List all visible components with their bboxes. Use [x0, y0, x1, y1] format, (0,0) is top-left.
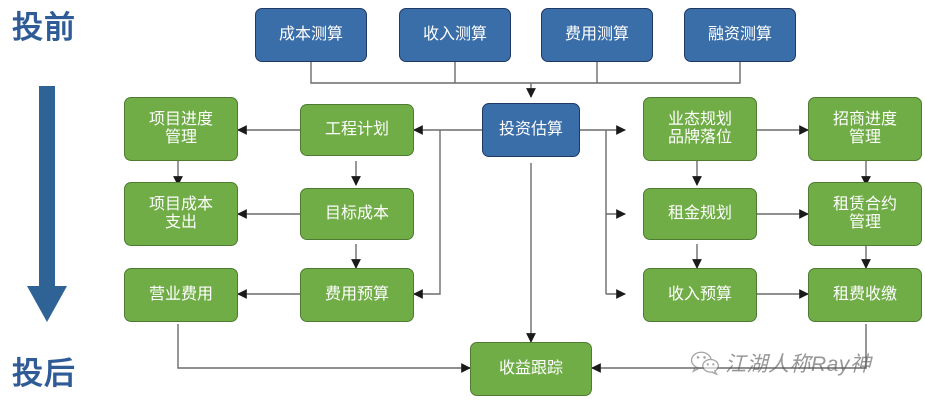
node-format-planning-brand-positioning[interactable]: 业态规划 品牌落位 [643, 97, 757, 161]
wechat-icon [690, 351, 720, 376]
node-merchant-progress-management[interactable]: 招商进度 管理 [808, 97, 922, 161]
phase-label-post-investment: 投后 [12, 356, 76, 391]
node-revenue-budget[interactable]: 收入预算 [643, 268, 757, 322]
watermark: 江湖人称Ray神 [690, 348, 871, 378]
node-lease-contract-management[interactable]: 租赁合约 管理 [808, 182, 922, 246]
node-revenue-estimate[interactable]: 收入测算 [399, 8, 511, 62]
node-expense-estimate[interactable]: 费用测算 [541, 8, 653, 62]
node-engineering-plan[interactable]: 工程计划 [300, 104, 414, 156]
node-profit-tracking[interactable]: 收益跟踪 [470, 342, 592, 396]
node-target-cost[interactable]: 目标成本 [300, 188, 414, 240]
node-expense-budget[interactable]: 费用预算 [300, 268, 414, 322]
node-investment-estimate[interactable]: 投资估算 [482, 103, 580, 157]
node-project-progress-management[interactable]: 项目进度 管理 [124, 97, 238, 161]
node-rent-planning[interactable]: 租金规划 [643, 188, 757, 240]
node-operating-expense[interactable]: 营业费用 [124, 268, 238, 322]
node-rent-collection[interactable]: 租费收缴 [808, 268, 922, 322]
node-project-cost-expenditure[interactable]: 项目成本 支出 [124, 182, 238, 246]
node-cost-estimate[interactable]: 成本测算 [255, 8, 367, 62]
phase-label-pre-investment: 投前 [12, 10, 76, 45]
node-financing-estimate[interactable]: 融资测算 [684, 8, 796, 62]
watermark-text: 江湖人称Ray神 [725, 353, 872, 376]
down-arrow-icon [27, 86, 67, 322]
